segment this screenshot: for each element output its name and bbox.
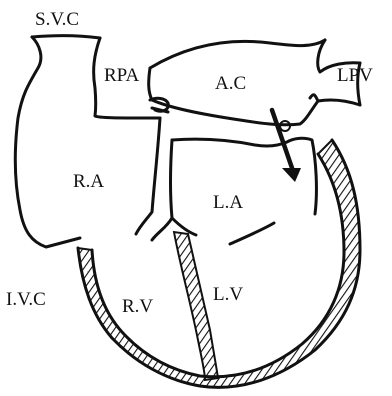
label-la: L.A: [213, 192, 243, 213]
label-rpa: RPA: [104, 65, 139, 86]
aorta-top-wall: [150, 40, 325, 68]
label-lv: L.V: [213, 284, 243, 305]
svc-top-rim: [32, 36, 100, 38]
atrial-septum: [136, 118, 160, 234]
ventricular-wall-hatching: [78, 140, 360, 387]
label-rv: R.V: [122, 296, 153, 317]
svc-right-atrium-wall: [15, 37, 80, 247]
label-ra: R.A: [73, 171, 104, 192]
label-svc: S.V.C: [35, 9, 79, 30]
label-ivc: I.V.C: [6, 289, 46, 310]
label-lpv: LPV: [337, 65, 373, 86]
label-ac: A.C: [215, 73, 246, 94]
heart-outer-contour: [78, 140, 360, 387]
av-valve-right: [230, 223, 274, 244]
ventricular-septum-hatching: [174, 232, 218, 380]
